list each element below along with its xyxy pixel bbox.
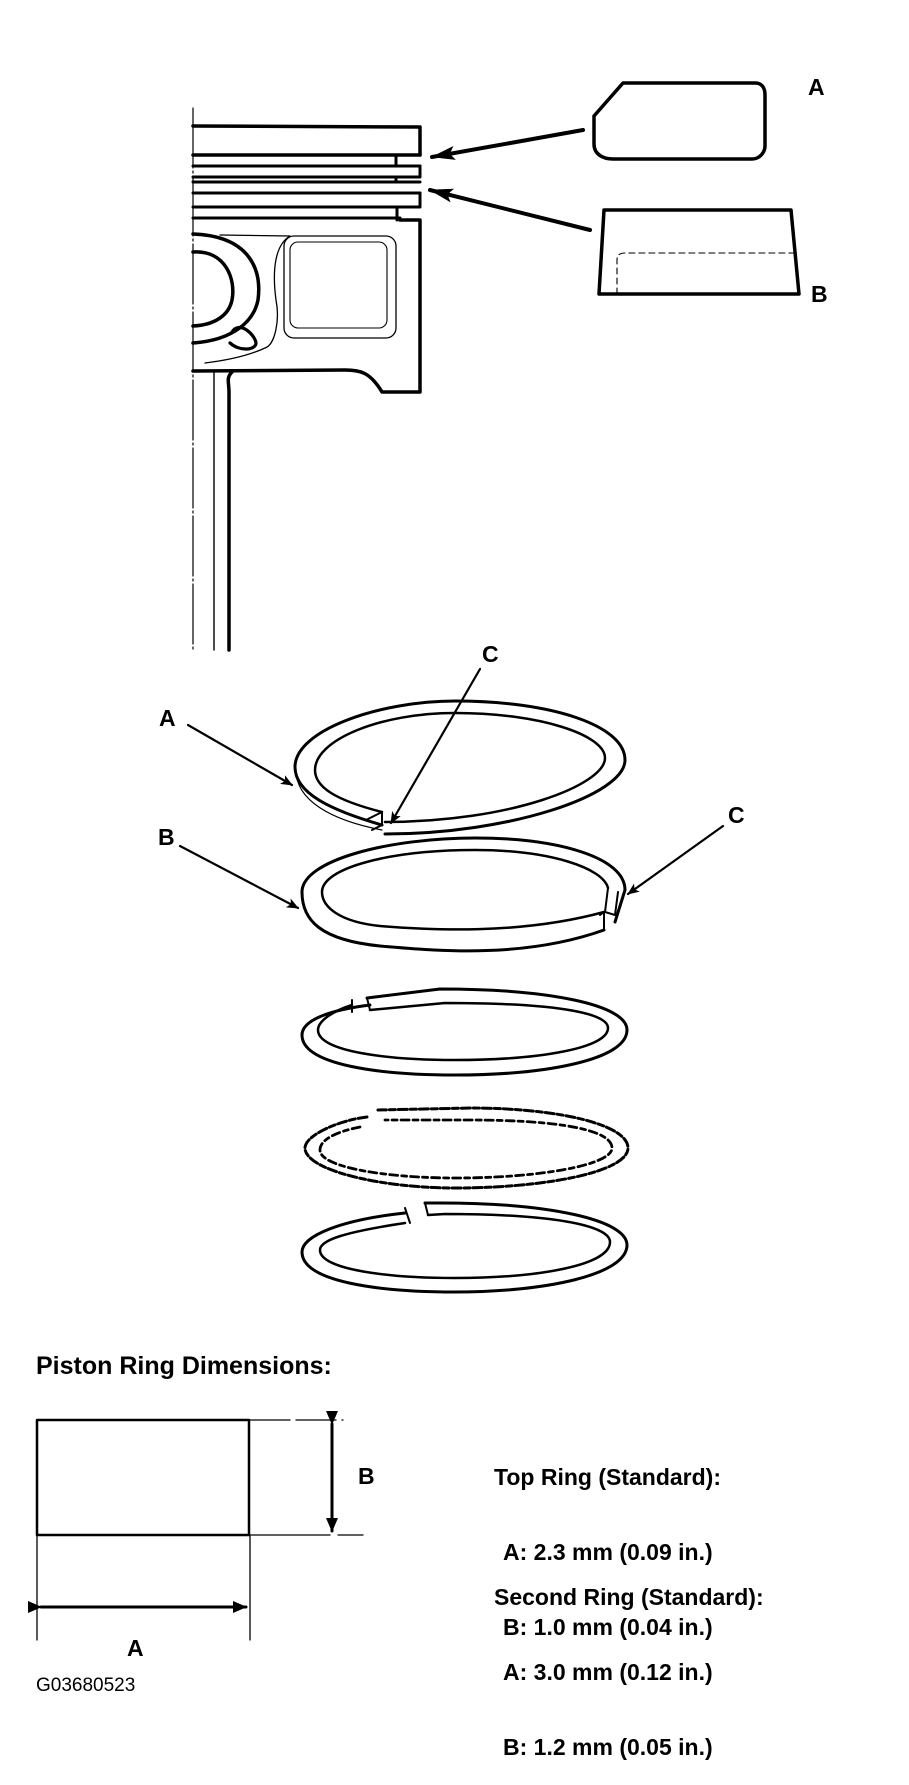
ring-top: [293, 699, 627, 836]
top-ring-dim-a: A: 2.3 mm (0.09 in.): [503, 1539, 713, 1565]
ring-label-c1: C: [482, 641, 499, 667]
second-ring-heading: Second Ring (Standard):: [494, 1584, 764, 1610]
second-ring-dim-a: A: 3.0 mm (0.12 in.): [503, 1659, 713, 1685]
top-ring-dim-b: B: 1.0 mm (0.04 in.): [503, 1614, 713, 1640]
ring-oil-rail-upper: [300, 987, 629, 1077]
ring-second: [300, 836, 627, 953]
top-ring-heading: Top Ring (Standard):: [494, 1464, 721, 1490]
dimension-label-a: A: [127, 1635, 144, 1661]
callout-arrow-gap-c1: [389, 667, 482, 825]
callout-arrow-ring-b: [178, 844, 300, 910]
ring-oil-spacer: [303, 1106, 630, 1190]
second-ring-profile: [597, 208, 801, 296]
top-ring-spec: Top Ring (Standard): A: 2.3 mm (0.09 in.…: [494, 1415, 721, 1665]
piston-section: [191, 107, 422, 652]
callout-arrow-gap-c2: [626, 824, 725, 896]
callout-arrow-b: [428, 188, 592, 232]
second-ring-spec: Second Ring (Standard): A: 3.0 mm (0.12 …: [494, 1535, 764, 1785]
dimension-diagram: [28, 1411, 364, 1641]
callout-arrow-ring-a: [186, 723, 294, 787]
ring-oil-rail-lower: [300, 1201, 629, 1294]
piston-label-a: A: [808, 74, 825, 100]
ring-label-a: A: [159, 705, 176, 731]
dimension-label-b: B: [358, 1463, 375, 1489]
dimensions-title: Piston Ring Dimensions:: [36, 1352, 332, 1380]
callout-arrow-a: [430, 128, 585, 160]
ring-label-c2: C: [728, 802, 745, 828]
top-ring-profile: [592, 81, 767, 161]
piston-label-b: B: [811, 281, 828, 307]
figure-code: G03680523: [36, 1675, 136, 1696]
second-ring-dim-b: B: 1.2 mm (0.05 in.): [503, 1734, 713, 1760]
ring-label-b: B: [158, 824, 175, 850]
